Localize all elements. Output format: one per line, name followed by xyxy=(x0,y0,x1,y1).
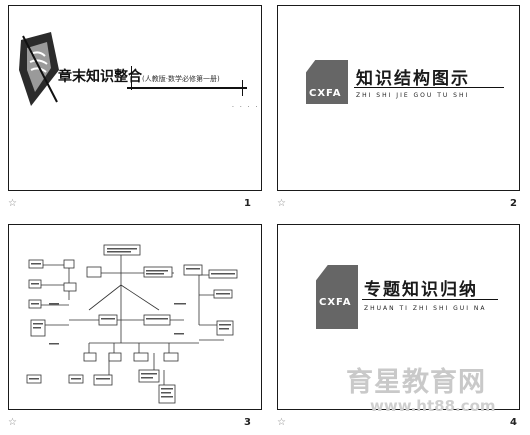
slide-subtitle: (人教版·数学必修第一册) xyxy=(142,75,220,83)
logo-text: CXFA xyxy=(319,297,352,308)
title-underline xyxy=(354,87,504,88)
divider-tick xyxy=(131,66,132,90)
hand-illustration-icon xyxy=(19,32,59,106)
slide-title: 章末知识整合 xyxy=(58,69,142,85)
divider-line xyxy=(127,87,247,89)
slide-thumbnail-3[interactable] xyxy=(8,224,262,410)
cxfa-logo: CXFA xyxy=(316,265,358,329)
slide-title: 专题知识归纳 xyxy=(364,280,478,300)
slide-title: 知识结构图示 xyxy=(356,69,470,89)
star-icon[interactable]: ☆ xyxy=(8,417,17,428)
star-icon[interactable]: ☆ xyxy=(8,198,17,209)
logo-text: CXFA xyxy=(309,88,342,99)
slide-number: 4 xyxy=(510,417,517,428)
slide-thumbnail-1[interactable]: 章末知识整合 (人教版·数学必修第一册) · · · · xyxy=(8,5,262,191)
slide-pinyin: ZHUAN TI ZHI SHI GUI NA xyxy=(364,305,487,312)
title-underline xyxy=(362,299,498,300)
slide-thumbnail-2[interactable]: CXFA 知识结构图示 ZHI SHI JIE GOU TU SHI xyxy=(277,5,520,191)
slide-pinyin: ZHI SHI JIE GOU TU SHI xyxy=(356,92,470,99)
cxfa-logo: CXFA xyxy=(306,60,348,104)
slide-number: 2 xyxy=(510,198,517,209)
decorative-dots: · · · · xyxy=(232,104,260,111)
watermark-url: www.ht88.com xyxy=(370,397,496,415)
knowledge-structure-diagram xyxy=(26,244,238,404)
star-icon[interactable]: ☆ xyxy=(277,417,286,428)
divider-tick xyxy=(242,80,243,96)
watermark-title: 育星教育网 xyxy=(346,367,486,398)
star-icon[interactable]: ☆ xyxy=(277,198,286,209)
slide-thumbnail-4[interactable]: CXFA 专题知识归纳 ZHUAN TI ZHI SHI GUI NA xyxy=(277,224,520,410)
slide-number: 3 xyxy=(244,417,251,428)
slide-number: 1 xyxy=(244,198,251,209)
